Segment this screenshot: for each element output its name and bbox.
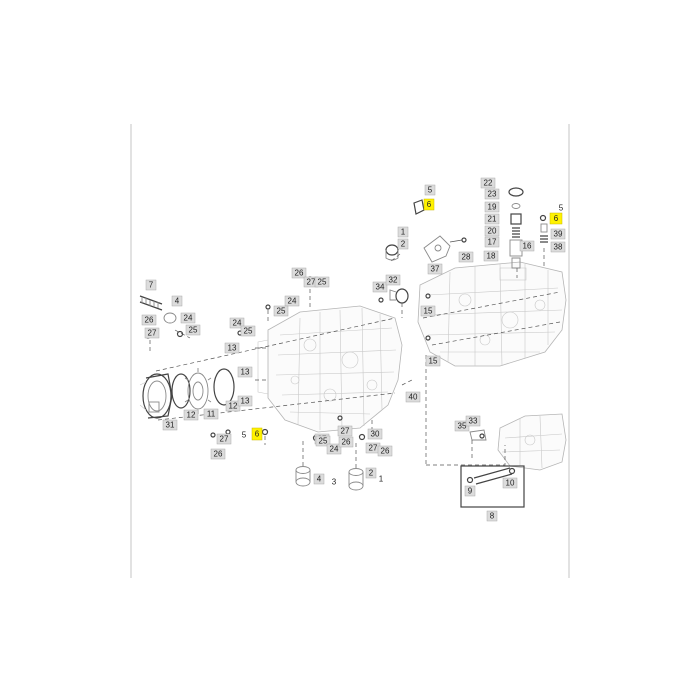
callout-label: 37 [431,265,440,274]
plug-34 [378,297,384,303]
callout-label: 35 [458,422,467,431]
ring-4-left [163,312,177,324]
callout-label: 26 [145,316,154,325]
callout-label: 39 [554,230,563,239]
callout-label: 18 [487,252,496,261]
callout-label: 9 [468,487,473,496]
callout-label: 26 [342,438,351,447]
o-ring-12 [171,373,191,409]
callout-label: 12 [187,411,196,420]
callout-label: 6 [427,200,432,209]
callout-label: 6 [255,430,260,439]
callout-label: 28 [462,253,471,262]
callout-labels: 5 6 22 23 19 21 20 17 16 18 5 6 39 38 1 … [141,177,566,522]
callout-label: 10 [506,479,515,488]
plug-4-bottom [295,466,311,487]
callout-label: 30 [371,430,380,439]
callout-label: 7 [149,281,154,290]
pipe-assembly-8 [460,465,525,508]
callout-label: 3 [332,478,337,487]
leader-lines [149,248,561,468]
callout-label: 31 [166,421,175,430]
callout-label: 11 [207,410,216,419]
callout-label: 5 [559,204,564,213]
callout-label: 13 [241,397,250,406]
callout-label: 25 [319,437,328,446]
bracket-37 [423,235,467,263]
callout-label: 26 [214,450,223,459]
callout-label: 24 [330,445,339,454]
solenoid-32 [389,288,409,304]
callout-label: 15 [429,357,438,366]
o-ring-12b [213,368,235,406]
callout-label: 33 [469,417,478,426]
main-housing [257,305,403,433]
callout-label: 1 [379,475,384,484]
callout-label: 26 [295,269,304,278]
callout-label: 5 [428,186,433,195]
callout-label: 25 [277,307,286,316]
lower-right-housing [497,413,567,471]
valve-stack [508,187,524,269]
callout-label: 17 [488,238,497,247]
callout-label: 15 [424,307,433,316]
callout-label: 38 [554,243,563,252]
valve-cup-2 [385,244,399,261]
valve-6-top [413,199,425,215]
callout-label: 27 [220,435,229,444]
front-pump-housing [139,373,173,419]
callout-label: 22 [484,179,493,188]
callout-label: 6 [554,214,559,223]
bolt-25-left [176,330,184,338]
callout-label: 24 [184,314,193,323]
callout-label: 27 [148,329,157,338]
callout-label: 2 [369,469,374,478]
callout-label: 12 [229,402,238,411]
callout-label: 4 [175,297,180,306]
callout-label: 27 [307,278,316,287]
callout-label: 34 [376,283,385,292]
right-housing [417,261,567,367]
callout-label: 32 [389,276,398,285]
valve-stack-right [539,214,548,243]
callout-label: 19 [488,203,497,212]
callout-label: 5 [242,431,247,440]
callout-label: 13 [241,368,250,377]
fitting-33-35 [469,429,487,441]
callout-label: 1 [401,228,406,237]
callout-label: 25 [318,278,327,287]
callout-label: 27 [341,427,350,436]
callout-label: 24 [233,319,242,328]
callout-label: 16 [523,242,532,251]
callout-label: 25 [244,327,253,336]
callout-label: 4 [317,475,322,484]
cup-2-bottom [348,468,364,491]
callout-label: 2 [401,240,406,249]
callout-label: 21 [488,215,497,224]
callout-label: 26 [381,447,390,456]
callout-label: 20 [488,227,497,236]
callout-label: 24 [288,297,297,306]
callout-label: 27 [369,444,378,453]
valve-6-lower [261,428,269,436]
callout-label: 23 [488,190,497,199]
callout-label: 13 [228,344,237,353]
callout-label: 25 [189,326,198,335]
gear-11 [184,368,212,414]
callout-label: 8 [490,512,495,521]
callout-label: 40 [409,393,418,402]
shaft-7 [139,295,163,311]
